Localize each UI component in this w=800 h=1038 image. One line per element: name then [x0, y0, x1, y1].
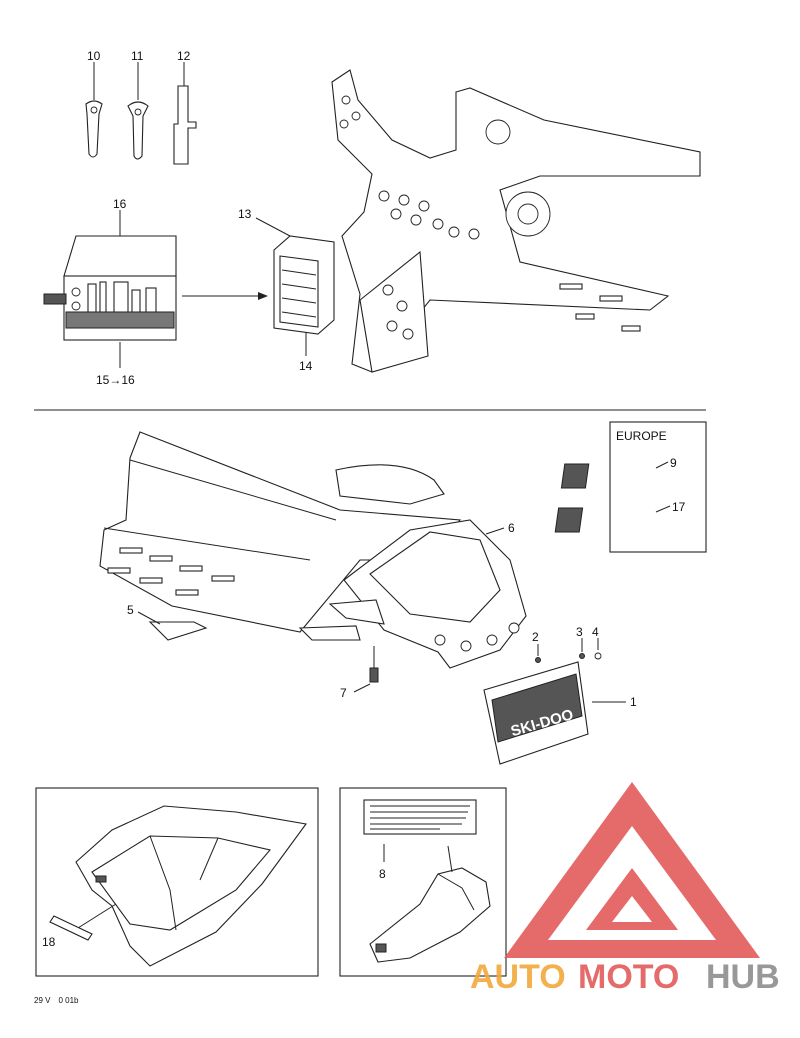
wrench-10 [85, 62, 103, 158]
callout-6: 6 [508, 521, 515, 535]
rear-tunnel [99, 431, 462, 633]
callout-3: 3 [576, 625, 583, 639]
hood-underside [49, 805, 307, 967]
watermark-moto: MOTO [578, 958, 679, 996]
callout-10: 10 [87, 49, 101, 63]
automotohub-logo-mark [504, 782, 760, 958]
callout-4: 4 [592, 625, 599, 639]
tool-holder [255, 217, 335, 356]
callout-8: 8 [379, 867, 386, 881]
watermark-hub: HUB [706, 958, 780, 996]
callout-11: 11 [131, 49, 144, 63]
callout-15-16: 15→16 [96, 373, 135, 387]
callout-13: 13 [238, 207, 252, 221]
wrench-11 [127, 62, 149, 160]
europe-label: EUROPE [616, 429, 667, 443]
figure-code: 29 V 0 01b [34, 996, 79, 1005]
europe-box [554, 421, 707, 553]
automotohub-watermark: AUTO MOTO HUB [470, 782, 780, 996]
callout-14: 14 [299, 359, 313, 373]
callout-17: 17 [672, 500, 686, 514]
watermark-auto: AUTO [470, 958, 566, 996]
callout-7: 7 [340, 686, 347, 700]
rear-cover [298, 464, 527, 669]
heat-deflector [369, 845, 491, 963]
mud-flap: SKI-DOO [483, 661, 626, 765]
tool-box-contents [65, 281, 175, 329]
fasteners [535, 638, 602, 663]
callout-2: 2 [532, 630, 539, 644]
callout-1: 1 [630, 695, 637, 709]
tool-12 [173, 62, 197, 165]
tool-box [43, 210, 177, 368]
clip-5 [148, 621, 208, 641]
callout-5: 5 [127, 603, 134, 617]
label-8 [363, 799, 477, 835]
screw-7 [353, 646, 379, 693]
callout-9: 9 [670, 456, 677, 470]
callout-18: 18 [42, 935, 56, 949]
callout-16: 16 [113, 197, 127, 211]
callout-12: 12 [177, 49, 191, 63]
chassis-frame [331, 69, 701, 373]
